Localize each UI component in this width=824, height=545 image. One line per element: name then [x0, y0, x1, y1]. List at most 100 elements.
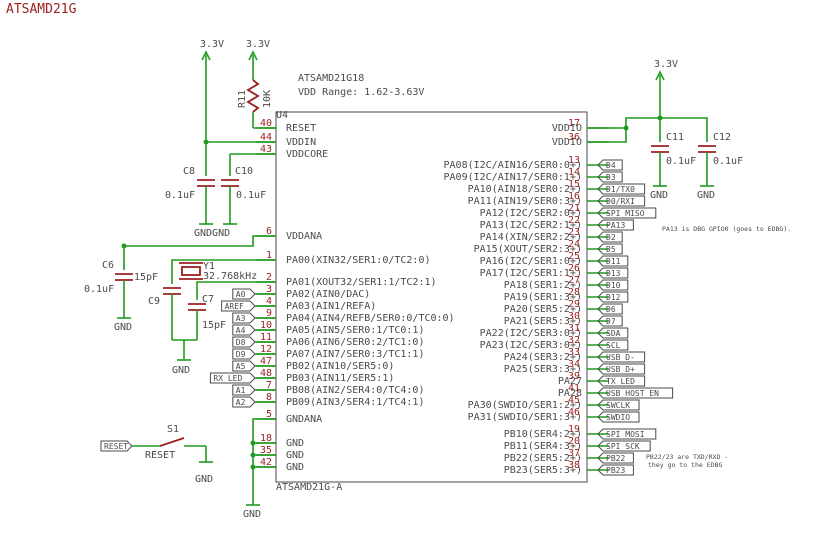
net-flag — [597, 267, 629, 279]
net-flag — [597, 303, 623, 315]
pin-label: PA11(AIN19/SER0:3+) — [468, 196, 582, 207]
pin-number: 27 — [568, 275, 580, 286]
pin-label: PB03(AIN11/SER5:1) — [286, 373, 394, 384]
pin-label: PA03(AIN1/REFA) — [286, 301, 376, 312]
left-net-flag: A3 — [232, 312, 276, 324]
cap-ref: C7 — [202, 294, 214, 305]
capacitor-c6: C6 0.1uF GND — [84, 260, 133, 333]
pin-label: PA22(I2C/SER3:0+) — [480, 328, 582, 339]
net-label: RX_LED — [213, 374, 242, 383]
net-flag — [597, 315, 623, 327]
pin-number: 10 — [260, 320, 272, 331]
cap-ref: C9 — [148, 296, 160, 307]
net-flag — [597, 399, 640, 411]
switch-label: RESET — [145, 450, 175, 461]
pin-label: RESET — [286, 123, 316, 134]
pin-label: PA13(I2C/SER2:1+) — [480, 220, 582, 231]
pin-label: PA23(I2C/SER3:0+) — [480, 340, 582, 351]
net-flag — [597, 363, 646, 375]
pin-number: 21 — [568, 203, 580, 214]
left-net-flag: D9 — [232, 348, 276, 360]
reset-switch-s1: RESET S1 RESET GND — [100, 424, 213, 485]
net-label: SWDIO — [606, 413, 630, 422]
net-flag — [597, 339, 629, 351]
pin-label: GND — [286, 450, 304, 461]
pin-number: 12 — [260, 344, 272, 355]
net-label: SPI_MOSI — [606, 430, 645, 439]
net-flag — [597, 159, 623, 171]
pin-number: 4 — [266, 296, 272, 307]
net-label: A2 — [236, 398, 246, 407]
net-label: D7 — [606, 317, 616, 326]
net-label: SDA — [606, 329, 621, 338]
net-flag — [597, 243, 623, 255]
pin-number: 18 — [260, 433, 272, 444]
pin-label: PA30(SWDIO/SER1:2+) — [468, 400, 582, 411]
net-label: A4 — [236, 326, 246, 335]
resistor-ref: R11 — [237, 90, 248, 108]
cap-value: 0.1uF — [713, 156, 743, 167]
power-label: 3.3V — [200, 39, 224, 50]
pin-number: 48 — [260, 368, 272, 379]
pin-label: PA10(AIN18/SER0:2+) — [468, 184, 582, 195]
capacitor-c7: C7 15pF — [188, 294, 226, 340]
net-flag — [597, 171, 623, 183]
net-label: PB22 — [606, 454, 625, 463]
left-net-flag: A1 — [232, 384, 276, 396]
crystal-ref: Y1 — [203, 261, 215, 272]
pin-number: 23 — [568, 227, 580, 238]
net-label: D9 — [236, 350, 246, 359]
net-label: D3 — [606, 173, 616, 182]
pin-label: PA00(XIN32/SER1:0/TC2:0) — [286, 255, 431, 266]
power-3v3-1: 3.3V — [200, 39, 224, 142]
pin-number: 41 — [568, 383, 580, 394]
net-flag — [597, 351, 646, 363]
pin-number: 2 — [266, 272, 272, 283]
gnd-label: GND — [650, 190, 668, 201]
net-label: A1 — [236, 386, 246, 395]
pin-label: GNDANA — [286, 414, 322, 425]
pin-number: 35 — [260, 445, 272, 456]
chip-name: ATSAMD21G18 — [298, 73, 364, 84]
pin-number: 16 — [568, 191, 580, 202]
pin-label: PA16(I2C/SER1:0+) — [480, 256, 582, 267]
net-label: D10 — [606, 281, 621, 290]
crystal-value: 32.768kHz — [203, 271, 257, 282]
cap-ref: C12 — [713, 132, 731, 143]
gnd-label: GNDGND — [194, 228, 230, 239]
pin-label: PA06(AIN6/SER0:2/TC1:0) — [286, 337, 424, 348]
cap-value: 15pF — [202, 320, 226, 331]
left-net-flag: A4 — [232, 324, 276, 336]
net-label: D8 — [236, 338, 246, 347]
net-flag — [597, 219, 634, 231]
net-label: D4 — [606, 161, 616, 170]
pin-number: 28 — [568, 287, 580, 298]
pin-label: PA15(XOUT/SER2:3+) — [474, 244, 582, 255]
net-label: A3 — [236, 314, 246, 323]
pin-number: 25 — [568, 251, 580, 262]
pin-label: GND — [286, 462, 304, 473]
net-flag — [597, 291, 629, 303]
note-pb22-line2: they go to the EDBG — [648, 461, 722, 469]
pin-number: 3 — [266, 284, 272, 295]
chip-vdd-range: VDD Range: 1.62-3.63V — [298, 87, 424, 98]
left-net-flag: A5 — [232, 360, 276, 372]
sheet-title: ATSAMD21G — [6, 2, 77, 17]
pin-label: PA20(SER5:2+) — [504, 304, 582, 315]
pin-number: 36 — [568, 132, 580, 143]
net-label: SWCLK — [606, 401, 630, 410]
